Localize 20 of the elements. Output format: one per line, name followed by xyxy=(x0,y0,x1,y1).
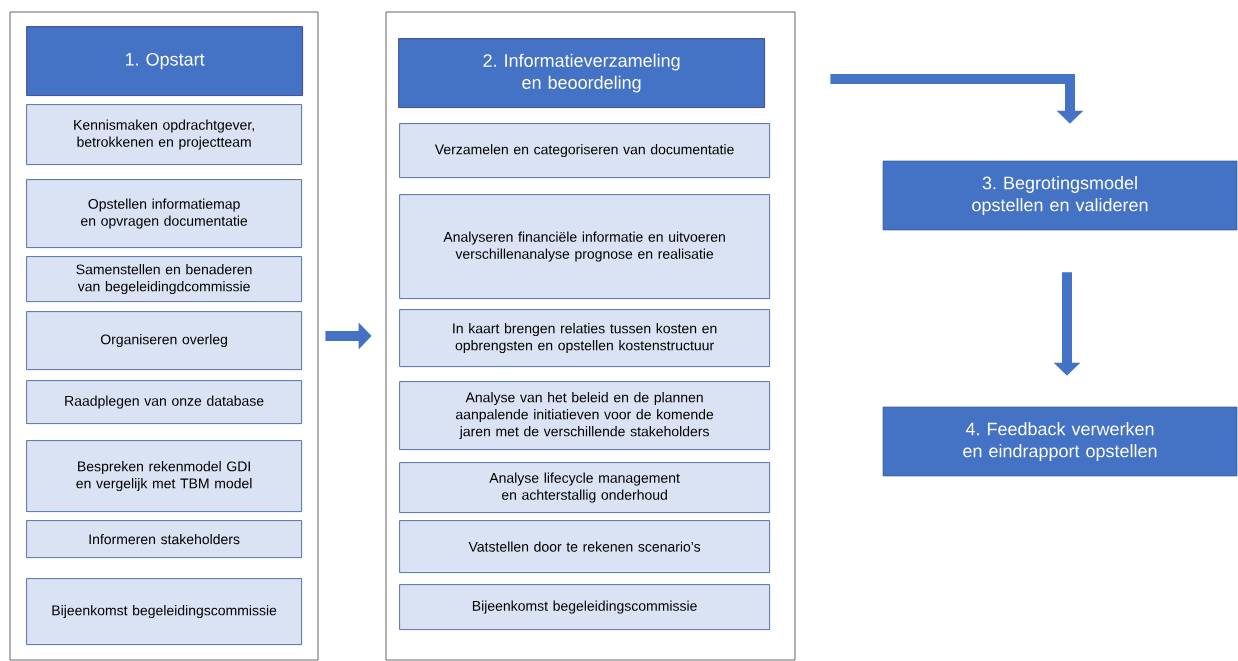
task-box: Analyse van het beleid en de plannen aanpalende initiatieven voor de komende jaren met de verschillende stakeholders xyxy=(399,381,770,450)
task-box: Vatstellen door te rekenen scenario’s xyxy=(399,520,770,573)
task-box: Analyse lifecycle management en achterstallig onderhoud xyxy=(399,462,770,513)
phase-box: 4. Feedback verwerken en eindrapport opstellen xyxy=(882,406,1238,477)
phase-header: 1. Opstart xyxy=(26,26,303,96)
task-box: Analyseren financiële informatie en uitvoeren verschillenanalyse prognose en realisatie xyxy=(399,194,770,299)
task-box: Raadplegen van onze database xyxy=(26,380,302,424)
phase-header: 2. Informatieverzameling en beoordeling xyxy=(398,38,765,108)
task-box: Organiseren overleg xyxy=(26,311,302,370)
task-box: In kaart brengen relaties tussen kosten en opbrengsten en opstellen kostenstructuur xyxy=(399,309,770,367)
task-box: Opstellen informatiemap en opvragen documentatie xyxy=(26,179,302,248)
block-arrow xyxy=(830,74,1084,124)
task-box: Verzamelen en categoriseren van documentatie xyxy=(399,123,770,178)
task-box: Informeren stakeholders xyxy=(26,520,302,558)
phase-box: 3. Begrotingsmodel opstellen en valideren xyxy=(882,160,1238,231)
task-box: Bijeenkomst begeleidingscommissie xyxy=(399,584,770,630)
task-box: Kennismaken opdrachtgever, betrokkenen en projectteam xyxy=(26,104,302,165)
task-box: Bespreken rekenmodel GDI en vergelijk met TBM model xyxy=(26,440,302,512)
task-box: Samenstellen en benaderen van begeleidingdcommissie xyxy=(26,256,302,302)
task-box: Bijeenkomst begeleidingscommissie xyxy=(26,578,302,645)
